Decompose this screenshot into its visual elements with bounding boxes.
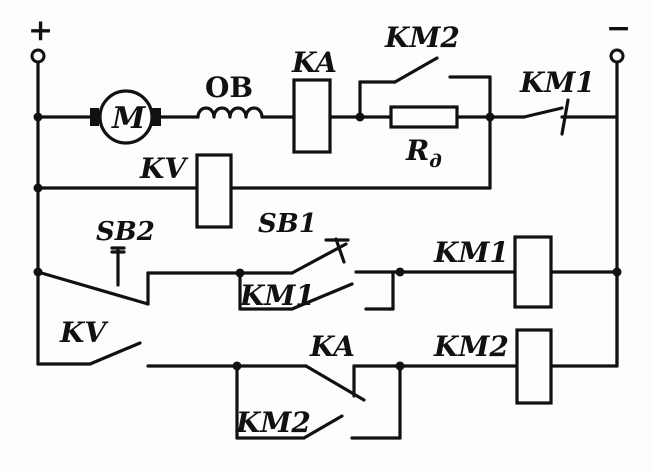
- km1-holding-contact: [238, 270, 395, 311]
- motor-symbol: [90, 89, 161, 145]
- km2-top-contact-label: KM2: [384, 21, 460, 54]
- km2-holding-label: KM2: [235, 406, 311, 439]
- km1-nc-contact: [522, 98, 619, 136]
- sb1-label: SB1: [258, 209, 317, 239]
- sb2-button: [36, 246, 150, 306]
- motor-label: M: [111, 101, 146, 136]
- current-relay-coil: [292, 78, 332, 154]
- resistor: [389, 105, 459, 129]
- voltage-relay-coil: [195, 153, 233, 229]
- km2-coil: [515, 328, 553, 405]
- ka-contact-label: KA: [309, 330, 355, 363]
- kv-contact-label: KV: [59, 316, 109, 349]
- km2-control-row: [36, 270, 619, 440]
- sb2-label: SB2: [96, 217, 155, 247]
- km2-coil-label: KM2: [433, 330, 509, 363]
- km2-holding-contact: [235, 364, 402, 440]
- km1-top-contact-label: KM1: [519, 66, 595, 99]
- field-winding-coil: [196, 106, 264, 119]
- km1-holding-label: KM1: [239, 279, 315, 312]
- sb1-button: [238, 237, 402, 275]
- field-winding-label: ОВ: [205, 71, 253, 104]
- current-relay-label: KA: [291, 46, 337, 79]
- kv-contact: [36, 341, 142, 366]
- main-circuit-row: [33, 56, 619, 154]
- negative-terminal-label: −: [606, 11, 631, 46]
- resistor-label: Rд: [405, 134, 442, 172]
- positive-bus: [30, 48, 46, 366]
- voltage-relay-label: KV: [139, 152, 189, 185]
- positive-terminal-label: +: [28, 13, 53, 48]
- kv-relay-row: [33, 115, 492, 229]
- km1-coil: [513, 235, 553, 309]
- km1-control-row: [33, 235, 622, 311]
- ka-contact: [235, 364, 402, 402]
- km2-bypass-contact: [358, 56, 492, 119]
- km1-coil-label: KM1: [433, 236, 509, 269]
